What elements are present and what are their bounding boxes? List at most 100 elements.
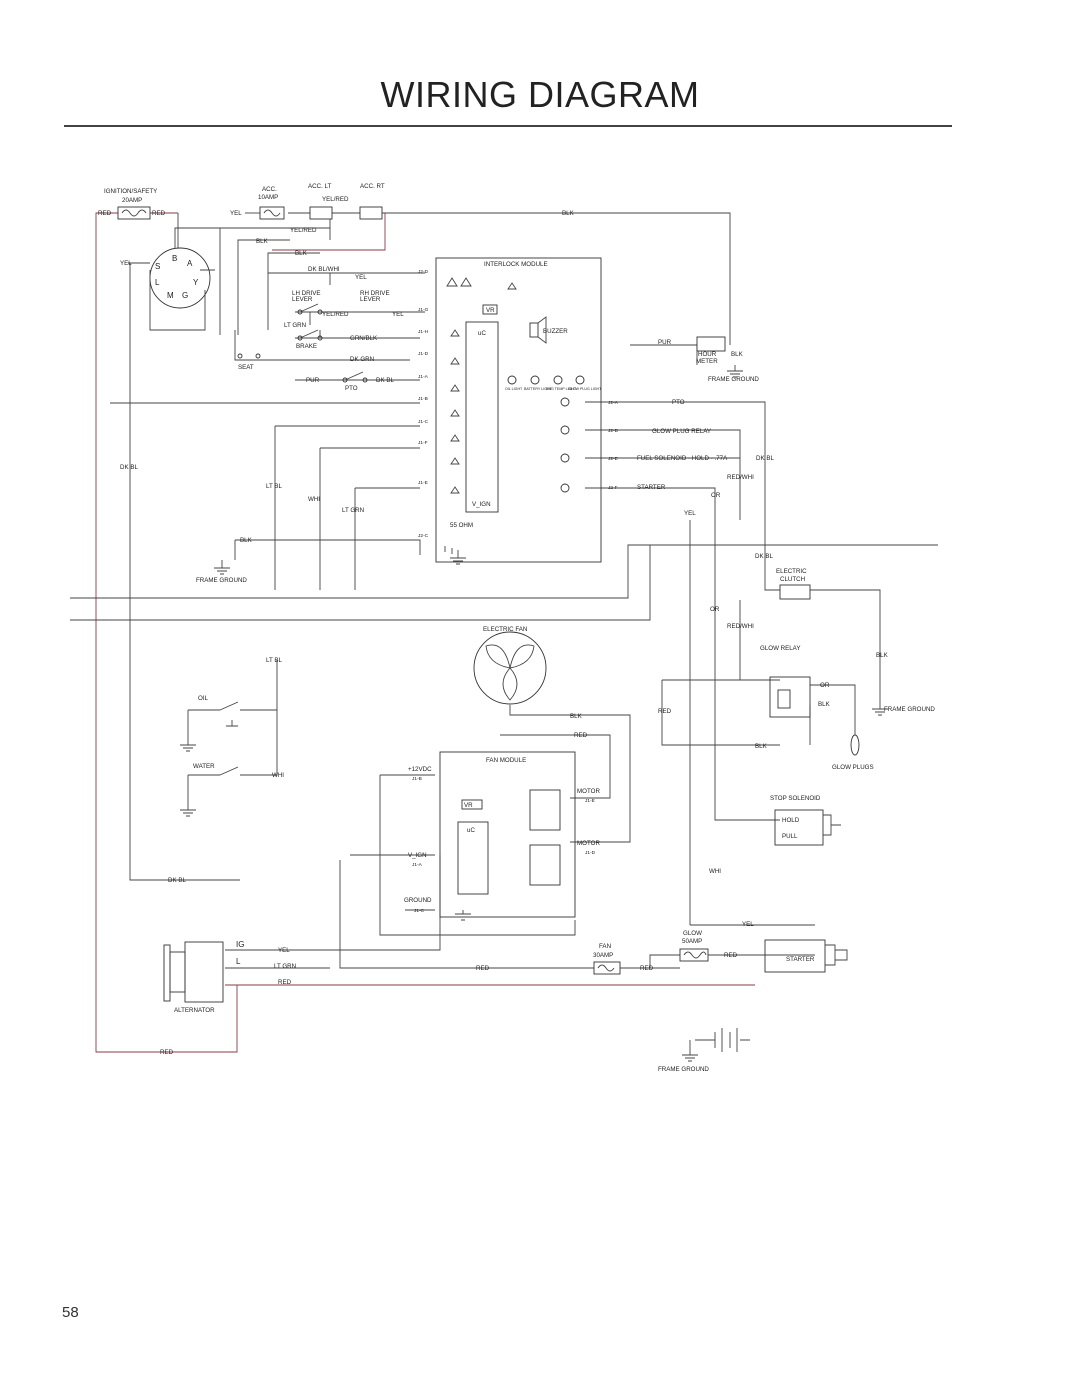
label-pur-1: PUR (306, 377, 320, 384)
label-50amp: 50AMP (682, 938, 702, 945)
pin-j2e: J2-E (608, 456, 618, 462)
label-ignition-safety: IGNITION/SAFETY (104, 188, 157, 195)
glow-relay-box (769, 676, 811, 718)
pin-j1e: J1-E (418, 480, 428, 486)
label-whi-2: WHI (272, 772, 284, 779)
label-lh-lever: LEVER (292, 296, 313, 303)
label-glow: GLOW (683, 930, 702, 937)
label-pto-switch: PTO (345, 385, 358, 392)
label-yel-2: YEL (355, 274, 367, 281)
label-glow-plug-relay: GLOW PLUG RELAY (652, 428, 711, 435)
wires (70, 212, 938, 1055)
label-oil-light: OIL LIGHT (505, 387, 523, 391)
label-grn-blk: GRN/BLK (350, 335, 378, 342)
label-buzzer: BUZZER (543, 328, 568, 335)
glow-plug-icon (850, 734, 860, 756)
labels: IGNITION/SAFETY 20AMP ACC. 10AMP ACC. LT… (98, 183, 935, 1073)
label-20amp: 20AMP (122, 197, 142, 204)
label-or-2: OR (710, 606, 720, 613)
switch-g: G (182, 291, 188, 300)
pin-j2d: J2-D (418, 269, 429, 275)
battery-icon (714, 1028, 738, 1052)
stop-solenoid-box (774, 809, 824, 846)
label-lt-bl-2: LT BL (266, 657, 282, 664)
label-eng-temp-light: ENG TEMP LIGHT (546, 387, 577, 391)
switch-s: S (155, 262, 160, 271)
label-vr-2: VR (464, 802, 473, 809)
electric-clutch-box (779, 584, 811, 600)
label-alternator: ALTERNATOR (174, 1007, 215, 1014)
pin-j1b: J1-B (418, 396, 428, 402)
label-l: L (236, 957, 241, 966)
label-hour: HOUR (698, 351, 717, 358)
led-diode-icons (446, 277, 585, 494)
pin-j1c: J1-C (418, 419, 429, 425)
label-or-1: OR (711, 492, 721, 499)
pin-fm-j1e: J1-E (585, 798, 595, 804)
pin-j1g: J1-G (418, 307, 429, 313)
label-pull: PULL (782, 833, 798, 840)
label-red-whi-2: RED/WHI (727, 623, 754, 630)
label-whi-1: WHI (308, 496, 320, 503)
label-glow-plug-light: GLOW PLUG LIGHT (568, 387, 602, 391)
label-interlock-module: INTERLOCK MODULE (484, 261, 548, 268)
label-dk-bl-5: DK BL (168, 877, 186, 884)
label-electric: ELECTRIC (776, 568, 807, 575)
fuse-30amp (593, 961, 621, 975)
label-yel-4: YEL (684, 510, 696, 517)
pin-j1f: J1-F (418, 440, 428, 446)
label-blk-2: BLK (256, 238, 269, 245)
pin-j1a: J1-A (418, 374, 429, 380)
label-red-2: RED (152, 210, 166, 217)
label-hold: HOLD (782, 817, 800, 824)
label-30amp: 30AMP (593, 952, 613, 959)
label-red-9: RED (160, 1049, 174, 1056)
label-lt-grn-3: LT GRN (274, 963, 296, 970)
label-lt-grn: LT GRN (284, 322, 306, 329)
label-oil: OIL (198, 695, 209, 702)
pin-fm-j1a: J1-A (412, 862, 423, 868)
uc-block (465, 321, 499, 513)
label-red-5: RED (724, 952, 738, 959)
fuse-20amp (117, 206, 151, 220)
pin-j1d: J1-D (418, 351, 429, 357)
label-red-1: RED (98, 210, 112, 217)
pin-fm-j1c: J1-C (414, 908, 425, 914)
pin-fm-j1b: J1-B (412, 776, 422, 782)
label-blk-4: BLK (240, 537, 253, 544)
label-frame-ground-3: FRAME GROUND (884, 706, 935, 713)
label-clutch: CLUTCH (780, 576, 805, 583)
switch-b: B (172, 254, 177, 263)
label-glow-relay: GLOW RELAY (760, 645, 800, 652)
interlock-module-box (435, 257, 602, 563)
label-lt-grn-2: LT GRN (342, 507, 364, 514)
hour-meter-box (696, 336, 726, 352)
acc-lt-connector (309, 206, 333, 220)
label-seat: SEAT (238, 364, 254, 371)
label-brake: BRAKE (296, 343, 317, 350)
starter-box (764, 939, 826, 973)
label-red-4: RED (574, 732, 588, 739)
label-frame-ground-1: FRAME GROUND (708, 376, 759, 383)
label-yel-red-3: YEL/RED (322, 311, 349, 318)
label-fan: FAN (599, 943, 611, 950)
label-red-6: RED (476, 965, 490, 972)
switch-a: A (187, 259, 193, 268)
title-rule (64, 125, 952, 127)
label-10amp: 10AMP (258, 194, 278, 201)
label-blk-hm: BLK (731, 351, 744, 358)
switch-m: M (167, 291, 174, 300)
fan-module-box (439, 751, 576, 918)
buzzer-icon (529, 322, 539, 338)
label-lh-drive: LH DRIVE (292, 290, 321, 297)
label-red-8: RED (278, 979, 292, 986)
electric-fan-icon (473, 631, 547, 705)
label-lt-bl-1: LT BL (266, 483, 282, 490)
label-ground: GROUND (404, 897, 432, 904)
label-blk-8: BLK (755, 743, 768, 750)
label-frame-ground-2: FRAME GROUND (196, 577, 247, 584)
label-red-7: RED (640, 965, 654, 972)
label-blk-top: BLK (562, 210, 575, 217)
page-number: 58 (62, 1304, 79, 1321)
